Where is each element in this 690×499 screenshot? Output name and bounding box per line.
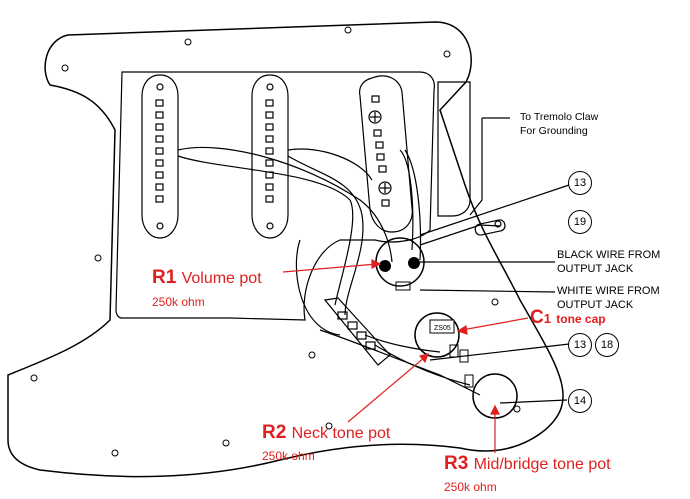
pickup-selector-switch: [323, 297, 391, 366]
bridge-tone-pot: [464, 373, 518, 419]
c1-label: C1 tone cap: [530, 308, 606, 327]
annotation-arrows: [282, 259, 529, 453]
middle-pickup: [251, 74, 289, 239]
r3-label: R3 Mid/bridge tone pot: [444, 454, 611, 473]
c1-id: C: [530, 307, 544, 328]
c1-sub: 1: [543, 311, 551, 326]
r1-name: Volume pot: [181, 270, 262, 287]
r1-id: R1: [152, 267, 177, 288]
pickguard-cavity: [115, 71, 435, 321]
tremolo-note-2: For Grounding: [520, 125, 588, 137]
tremolo-note-1: To Tremolo Claw: [520, 111, 599, 123]
neck-cutout: [437, 81, 471, 217]
neck-tone-pot: ZS05: [414, 312, 469, 363]
callout-13-top: 13: [568, 171, 592, 195]
r2-label: R2 Neck tone pot: [262, 423, 390, 442]
pickguard-outline: [7, 21, 564, 478]
ground-lug: [474, 219, 506, 236]
white-wire-note-2: OUTPUT JACK: [557, 299, 634, 311]
white-wire-note-1: WHITE WIRE FROM: [557, 285, 660, 297]
callout-19: 19: [568, 210, 592, 234]
callout-14: 14: [568, 389, 592, 413]
callout-13-mid: 13: [568, 333, 592, 357]
wiring: [177, 117, 579, 404]
cap-marking: ZS05: [434, 325, 451, 332]
bridge-pickup: [359, 75, 413, 233]
r1-value: 250k ohm: [152, 295, 205, 309]
r2-value: 250k ohm: [262, 449, 315, 463]
callout-18: 18: [595, 333, 619, 357]
r2-id: R2: [262, 422, 287, 443]
r1-label: R1 Volume pot: [152, 268, 262, 287]
screw-holes: [30, 26, 521, 457]
r3-name: Mid/bridge tone pot: [473, 456, 611, 473]
r2-name: Neck tone pot: [291, 425, 391, 442]
r3-value: 250k ohm: [444, 480, 497, 494]
neck-pickup: [141, 74, 179, 239]
black-wire-note-2: OUTPUT JACK: [557, 263, 634, 275]
black-wire-note-1: BLACK WIRE FROM: [557, 249, 661, 261]
c1-name: tone cap: [556, 312, 606, 326]
r3-id: R3: [444, 453, 469, 474]
volume-pot: [375, 237, 425, 291]
